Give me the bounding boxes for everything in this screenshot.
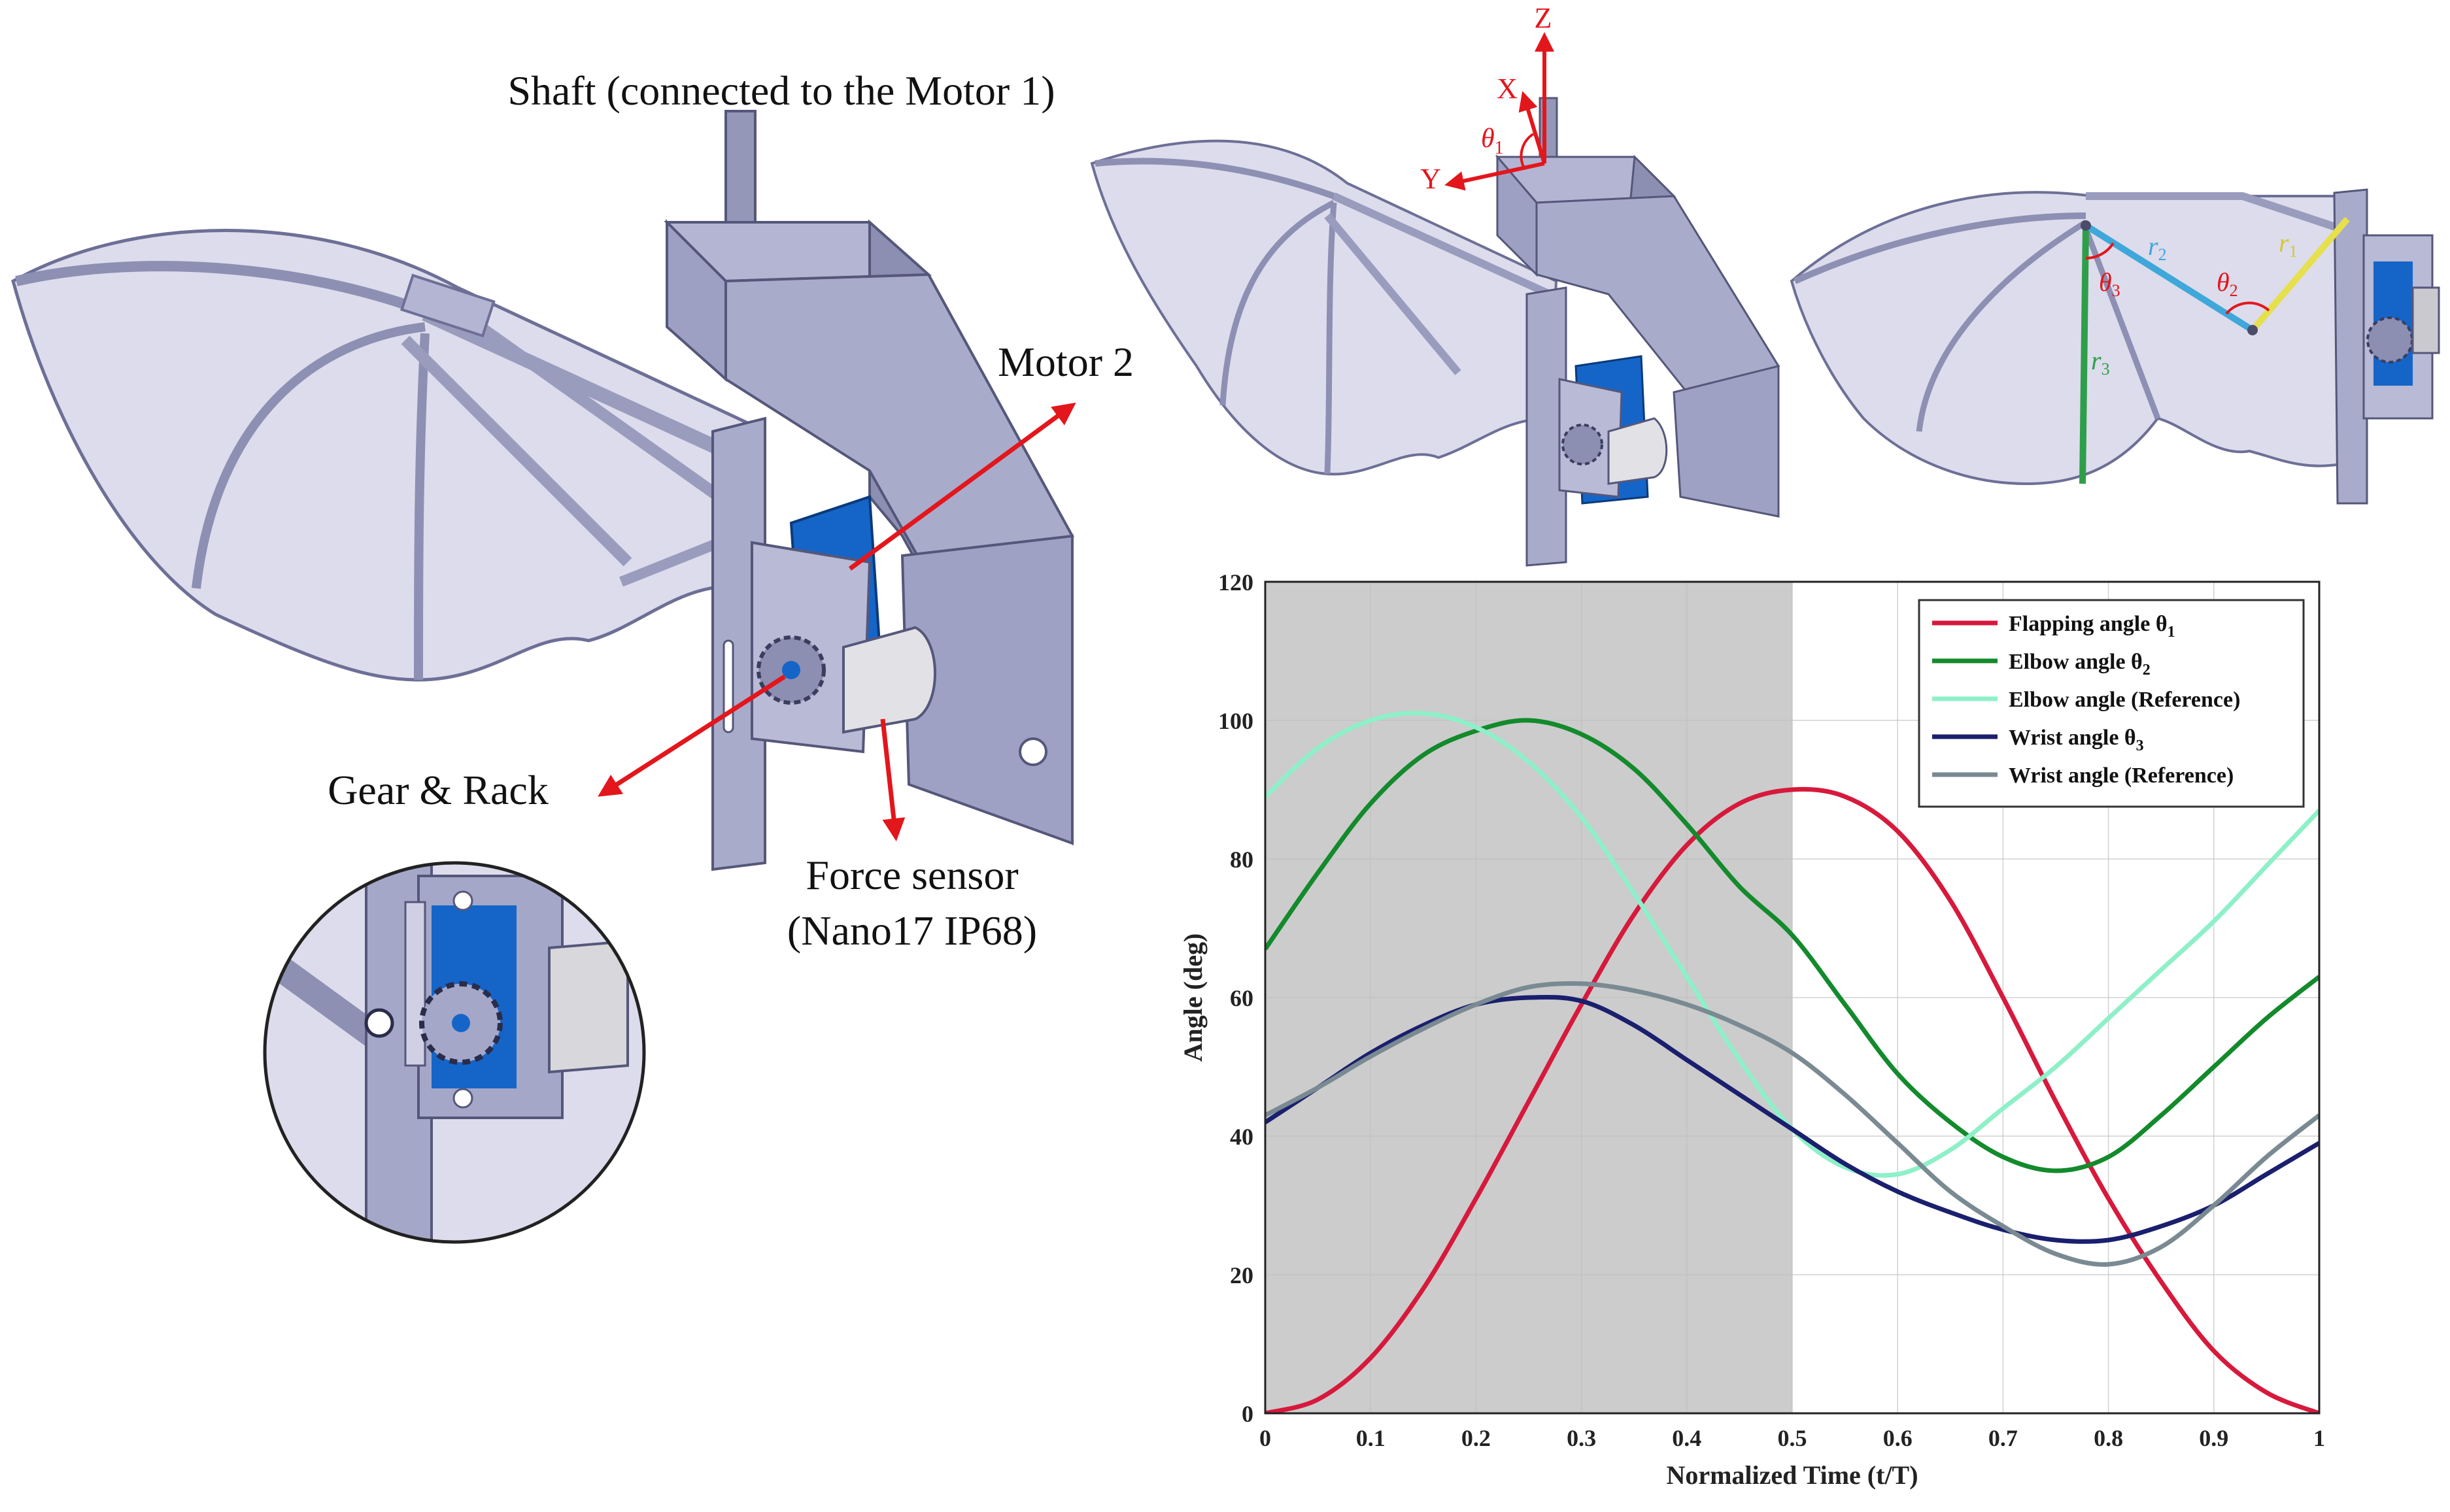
mechanism-main-view [11,110,1074,871]
mechanism-kinematic-view: r1 r2 r3 θ3 θ2 [1790,188,2440,505]
shaft-label: Shaft (connected to the Motor 1) [507,67,1055,114]
force-sensor-arrow [880,718,906,841]
x-axis-label: X [1497,73,1518,105]
y-axis-label: Y [1420,163,1441,195]
theta1-label: θ1 [1481,124,1504,158]
theta3-label: θ3 [2099,267,2120,300]
rail-slot [723,639,734,733]
wing-membrane-kin [1790,191,2342,486]
theta1-arc [1520,133,1535,167]
shaft [724,110,757,243]
x-tick-labels: 0 0.1 0.2 0.3 0.4 0.5 0.6 0.7 0.8 0.9 1 [1259,1425,2325,1451]
gear-rack-zoom [263,861,646,1244]
y-tick-label: 40 [1230,1124,1253,1150]
r3-link [2079,225,2089,484]
series-line-2 [1265,718,2319,1173]
wing-finger-1 [15,261,434,319]
x-tick-label: 0.4 [1672,1425,1701,1451]
theta2-label: θ2 [2217,267,2238,300]
legend-label-1: Flapping angle θ1 [2009,612,2175,641]
x-tick-label: 0.5 [1778,1425,1807,1451]
legend-label-5: Wrist angle (Reference) [2009,764,2234,788]
r1-label: r1 [2279,228,2298,261]
angle-chart: 0 0.1 0.2 0.3 0.4 0.5 0.6 0.7 0.8 0.9 1 0 20 40 60 80 1… [1178,569,2325,1490]
x-tick-label: 0 [1259,1425,1271,1451]
y-tick-labels: 0 20 40 60 80 100 120 [1218,569,1253,1427]
y-axis-title: Angle (deg) [1178,933,1208,1062]
motor2-arrow [848,402,1076,571]
wing-linkage [401,315,723,567]
y-tick-label: 100 [1218,708,1253,734]
legend-box [1918,599,2305,808]
legend-label-4: Wrist angle θ3 [2009,726,2144,754]
theta2-arc [2225,301,2270,315]
x-tick-label: 0.3 [1567,1425,1596,1451]
chart-legend: Flapping angle θ1 Elbow angle θ2 Elbow ang… [1918,599,2305,808]
y-axis [1444,161,1545,191]
motor-2-label: Motor 2 [998,339,1134,385]
wing-membrane-small [1090,139,1558,476]
force-sensor-label-2: (Nano17 IP68) [787,907,1037,954]
wing-finger-3 [414,333,430,680]
gear-hub [782,661,800,679]
force-sensor [842,626,936,734]
y-tick-label: 20 [1230,1262,1253,1288]
x-tick-label: 0.2 [1461,1425,1491,1451]
force-sensor-label-1: Force sensor [806,852,1018,898]
y-tick-label: 0 [1242,1401,1253,1427]
x-tick-label: 0.1 [1356,1425,1386,1451]
x-axis [1518,91,1546,164]
x-tick-label: 0.6 [1883,1425,1913,1451]
y-tick-label: 120 [1218,569,1253,596]
wing-joint-block [400,273,496,338]
series-line-1 [1265,786,2319,1413]
callout-arrows [598,402,1076,841]
series-line-5 [1265,981,2319,1267]
x-tick-label: 0.8 [2094,1425,2123,1451]
theta3-arc [2085,242,2115,260]
x-tick-label: 0.9 [2199,1425,2228,1451]
x-tick-label: 1 [2313,1425,2325,1451]
mechanism-axes-view [1090,97,1780,567]
x-tick-label: 0.7 [1988,1425,2018,1451]
r3-label: r3 [2091,346,2110,378]
r2-label: r2 [2148,231,2167,264]
x-axis-title: Normalized Time (t/T) [1666,1460,1918,1490]
r2-link [2084,222,2254,333]
plot-frame [1264,580,2321,1415]
y-tick-label: 80 [1230,847,1253,873]
z-axis-label: Z [1535,2,1552,34]
legend-label-3: Elbow angle (Reference) [2009,688,2240,712]
r1-link [2250,216,2350,333]
y-tick-label: 60 [1230,985,1253,1011]
wing-finger-2 [192,322,426,589]
series-line-4 [1265,994,2319,1244]
gear-rack-label: Gear & Rack [328,767,549,813]
coordinate-axes: Z X Y θ1 [1420,2,1554,195]
chart-series [1265,711,2319,1413]
gear-rack-arrow [598,675,786,797]
legend-label-2: Elbow angle θ2 [2009,650,2151,679]
frame-hole [1019,737,1047,766]
wing-forearm [422,307,742,464]
